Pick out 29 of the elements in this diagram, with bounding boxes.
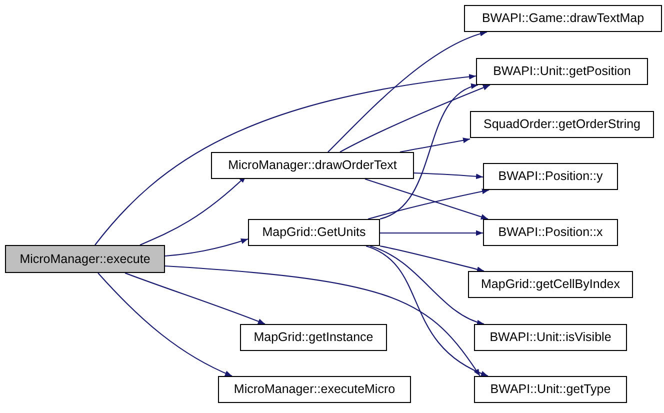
function-box: MapGrid::getCellByIndex xyxy=(468,271,633,298)
call-arrow xyxy=(366,246,488,376)
function-box: BWAPI::Position::y xyxy=(483,163,618,190)
call-arrow xyxy=(164,265,480,376)
call-arrow xyxy=(124,272,266,325)
function-box: BWAPI::Unit::getPosition xyxy=(476,58,648,85)
function-box: MicroManager::executeMicro xyxy=(218,376,411,403)
call-arrow xyxy=(328,31,488,152)
function-box: MapGrid::GetUnits xyxy=(248,219,380,246)
function-box: MapGrid::getInstance xyxy=(240,324,387,351)
function-box: MicroManager::execute xyxy=(5,245,165,273)
call-arrow xyxy=(364,178,488,220)
call-arrow xyxy=(340,84,490,152)
call-arrow xyxy=(164,238,248,257)
call-arrow xyxy=(368,188,490,220)
call-arrow xyxy=(400,138,470,153)
call-arrow xyxy=(98,272,232,376)
function-box: BWAPI::Unit::getType xyxy=(474,376,627,403)
call-arrow xyxy=(380,230,483,236)
call-arrow xyxy=(380,245,484,272)
function-box: SquadOrder::getOrderString xyxy=(470,111,654,138)
function-box: BWAPI::Unit::isVisible xyxy=(474,324,627,351)
call-arrow xyxy=(370,245,484,325)
function-box: BWAPI::Position::x xyxy=(483,219,618,246)
call-arrow xyxy=(94,74,476,246)
function-box: BWAPI::Game::drawTextMap xyxy=(464,5,662,32)
call-arrow xyxy=(414,172,484,180)
function-box: MicroManager::drawOrderText xyxy=(211,152,414,179)
call-arrow xyxy=(380,84,478,220)
